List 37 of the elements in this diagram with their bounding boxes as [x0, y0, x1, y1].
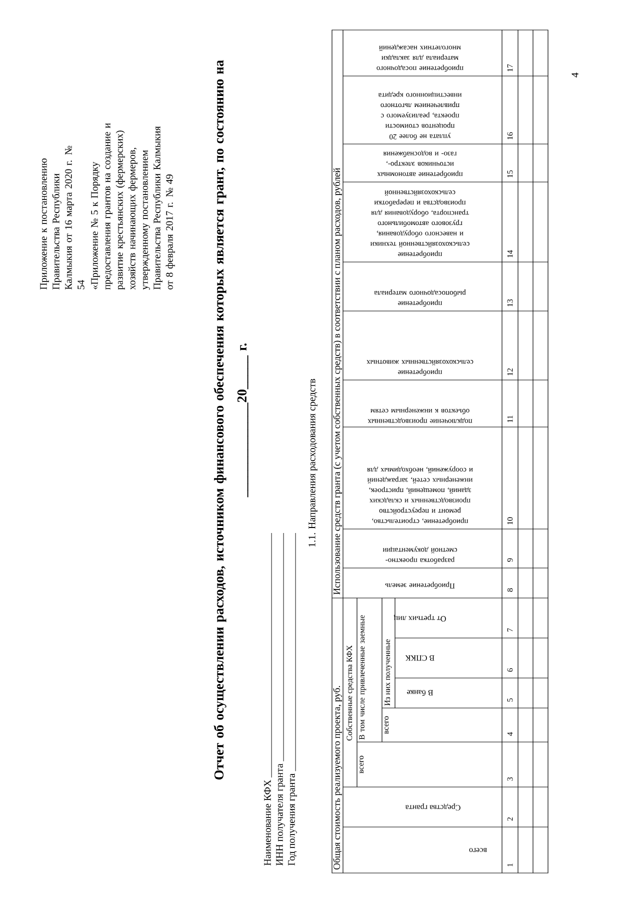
- column-header: Собственные средства КФХ: [346, 645, 354, 740]
- annotation-text: Приложение к постановлению Правительства Республики Калмыкия от 16 марта 2020 г. № 54: [40, 146, 84, 290]
- column-number: 2: [507, 817, 513, 821]
- column-number: 13: [507, 299, 513, 306]
- annotation-text: «Приложение № 5 к Порядку предоставления грантов на создание и развитие крестьянских (фермерских) хозяйств начинающих фермеров, утвержденному постановлением Правительства Республики Калмыкия от 8 февраля 2017 г. № 49: [91, 123, 175, 290]
- column-header: В том числе привлеченные заемные: [359, 615, 366, 740]
- column-number: 6: [507, 668, 513, 672]
- field-label: Год получения гранта: [288, 773, 297, 866]
- column-number: 7: [507, 628, 513, 632]
- column-header: всего: [469, 848, 487, 852]
- column-header: Средства гранта: [405, 804, 460, 811]
- column-number: 14: [507, 250, 513, 258]
- column-number: 10: [507, 517, 513, 524]
- column-number: 3: [507, 777, 513, 781]
- column-number: 8: [507, 588, 513, 592]
- column-header: Из них полученные: [384, 639, 392, 706]
- column-header: Использование средств гранта (с учетом собственных средств) в соответствии с планом расходов, рублей: [333, 168, 342, 595]
- field-label: ИНН получателя гранта: [276, 764, 285, 866]
- column-number: 15: [507, 170, 513, 178]
- column-header: В СПКК: [405, 655, 434, 661]
- column-header: От третьих лиц: [394, 614, 446, 622]
- section-heading: 1.1. Направления расходования средств: [308, 378, 318, 547]
- column-header: В банке: [407, 690, 433, 696]
- report-title: Отчет об осуществлении расходов, источником финансового обеспечения которых является грант, по состоянию на ______________20_____ г.: [214, 60, 248, 780]
- page-number: 4: [572, 72, 578, 78]
- column-number: 4: [507, 732, 513, 736]
- column-number: 12: [507, 368, 513, 376]
- column-number: 5: [507, 698, 513, 702]
- column-header: всего: [360, 756, 364, 774]
- column-number: 17: [507, 64, 513, 72]
- column-header: Общая стоимость реализуемого проекта, руб.: [333, 686, 342, 870]
- column-number: 1: [507, 864, 513, 866]
- column-number: 9: [507, 558, 513, 562]
- field-label: Наименование КФХ: [264, 780, 271, 866]
- column-header: всего: [384, 716, 389, 734]
- column-number: 16: [507, 132, 513, 140]
- column-number: 11: [507, 416, 513, 422]
